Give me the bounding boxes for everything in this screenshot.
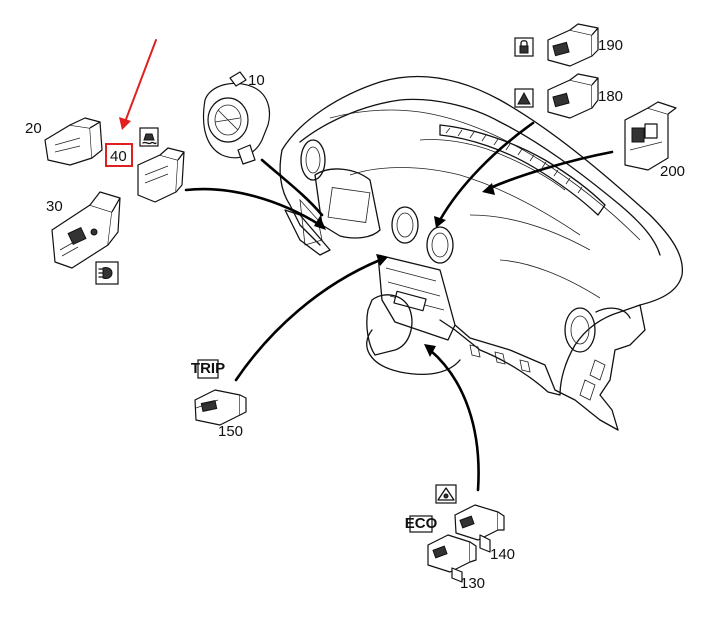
- highlight-arrow: [119, 39, 157, 130]
- label-140: 140: [490, 546, 515, 563]
- leader-arrows: [184, 121, 614, 492]
- part-10-light-switch: [202, 71, 271, 165]
- label-40: 40: [110, 148, 127, 165]
- label-10: 10: [248, 72, 265, 89]
- part-30-switch-module: [51, 191, 121, 269]
- hazard-icon: [514, 88, 534, 108]
- trip-icon-text: TRIP: [191, 360, 225, 377]
- lock-icon: [514, 37, 534, 57]
- label-190: 190: [598, 37, 623, 54]
- part-180-hazard-switch: [547, 73, 599, 119]
- traction-control-icon: [139, 127, 159, 147]
- airbag-off-icon: [435, 484, 457, 504]
- part-130-eco-switch: [427, 534, 477, 583]
- label-180: 180: [598, 88, 623, 105]
- label-130: 130: [460, 575, 485, 592]
- trip-icon: TRIP: [191, 359, 225, 379]
- label-30: 30: [46, 198, 63, 215]
- headlight-icon: [95, 261, 119, 285]
- dashboard-assembly: [279, 75, 684, 431]
- part-40-switch: [137, 147, 185, 203]
- label-150: 150: [218, 423, 243, 440]
- label-200: 200: [660, 163, 685, 180]
- eco-icon-text: ECO: [405, 515, 438, 532]
- part-140-switch: [454, 504, 505, 553]
- eco-icon: ECO: [405, 515, 438, 533]
- highlight-box-40: [105, 143, 133, 167]
- label-20: 20: [25, 120, 42, 137]
- part-labels: 10 20 30 40 130 140 150 180 190 200: [25, 37, 685, 592]
- part-20-switch: [44, 117, 103, 166]
- part-190-lock-switch: [547, 23, 599, 67]
- part-200-switch-block: [624, 101, 677, 171]
- part-150-trip-switch: [194, 389, 247, 426]
